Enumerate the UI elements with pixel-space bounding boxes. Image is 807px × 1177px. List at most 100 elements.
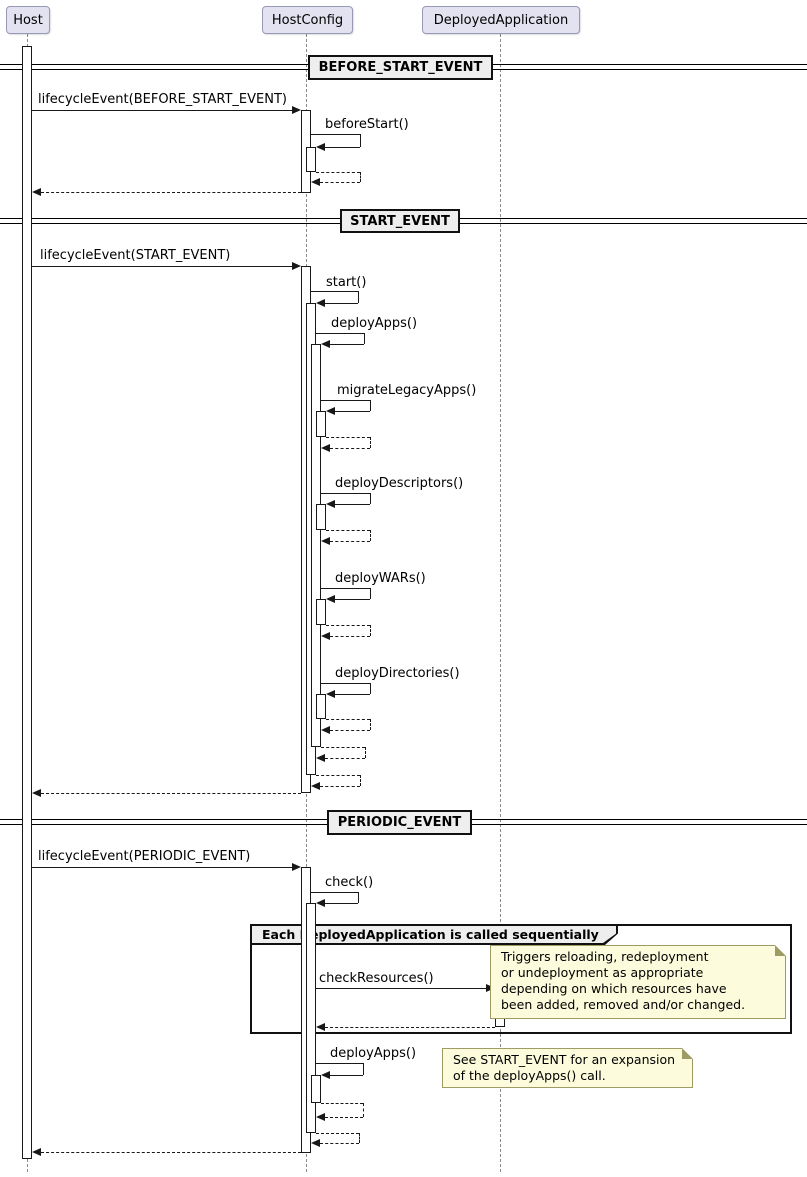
self-call-line: [335, 599, 370, 600]
activation-bar: [306, 903, 316, 1133]
self-return-line: [326, 625, 370, 626]
self-call-line: [370, 400, 371, 411]
self-return-line: [370, 530, 371, 541]
arrowhead: [321, 444, 330, 452]
arrowhead: [32, 789, 41, 797]
note-line: Triggers reloading, redeployment: [501, 949, 709, 964]
arrowhead: [316, 754, 325, 762]
self-call-line: [311, 291, 358, 292]
self-call-line: [321, 683, 370, 684]
self-call-label: deployWARs(): [335, 571, 426, 586]
group-header-label: Each DeployedApplication is called seque…: [262, 927, 599, 942]
self-return-line: [320, 786, 360, 787]
self-call-line: [370, 683, 371, 694]
self-return-line: [365, 747, 366, 758]
arrowhead: [292, 863, 301, 871]
return-arrow: [325, 1027, 495, 1028]
arrowhead: [292, 106, 301, 114]
self-return-line: [370, 625, 371, 636]
message-label: lifecycleEvent(START_EVENT): [40, 248, 231, 263]
arrowhead: [316, 299, 325, 307]
self-return-line: [330, 448, 370, 449]
return-arrow: [41, 793, 301, 794]
arrowhead: [326, 500, 335, 508]
divider-start-event: START_EVENT: [340, 209, 460, 233]
self-call-line: [360, 134, 361, 147]
self-call-line: [325, 303, 358, 304]
activation-bar: [316, 504, 326, 530]
arrowhead: [316, 143, 325, 151]
arrowhead: [326, 595, 335, 603]
activation-bar: [316, 694, 326, 719]
participant-deployedapplication: DeployedApplication: [422, 6, 580, 34]
self-call-line: [321, 588, 370, 589]
note-line: of the deployApps() call.: [453, 1068, 606, 1083]
self-call-label: deployApps(): [331, 316, 418, 331]
message-arrow: [316, 988, 487, 989]
self-call-line: [364, 333, 365, 344]
self-call-line: [370, 493, 371, 504]
participant-host: Host: [6, 6, 50, 34]
arrowhead: [32, 1148, 41, 1156]
self-call-line: [321, 493, 370, 494]
self-call-line: [311, 134, 360, 135]
self-return-line: [326, 530, 370, 531]
self-call-label: start(): [326, 275, 367, 290]
arrowhead: [311, 178, 320, 186]
note-line: depending on which resources have: [501, 981, 727, 996]
arrowhead: [292, 262, 301, 270]
activation-bar: [22, 46, 32, 1159]
arrowhead: [321, 340, 330, 348]
self-return-line: [330, 730, 370, 731]
self-return-line: [316, 1133, 359, 1134]
message-arrow: [32, 867, 293, 868]
self-call-line: [311, 892, 358, 893]
arrowhead: [321, 537, 330, 545]
self-return-line: [360, 775, 361, 786]
self-call-line: [325, 903, 358, 904]
message-arrow: [32, 110, 293, 111]
self-return-line: [320, 182, 360, 183]
self-call-line: [358, 291, 359, 303]
self-return-line: [321, 747, 365, 748]
self-call-line: [321, 400, 370, 401]
self-return-line: [320, 1143, 359, 1144]
return-arrow: [41, 1152, 301, 1153]
arrowhead: [311, 782, 320, 790]
self-return-line: [363, 1103, 364, 1117]
self-call-label: check(): [325, 875, 374, 890]
self-call-line: [330, 1075, 363, 1076]
arrowhead: [316, 1023, 325, 1031]
self-call-line: [358, 892, 359, 903]
message-label: lifecycleEvent(BEFORE_START_EVENT): [38, 92, 287, 107]
arrowhead: [316, 899, 325, 907]
divider-periodic-event: PERIODIC_EVENT: [327, 810, 472, 835]
self-return-line: [326, 719, 370, 720]
self-return-line: [325, 1117, 363, 1118]
activation-bar: [316, 411, 326, 437]
activation-bar: [311, 1075, 321, 1103]
activation-bar: [311, 344, 321, 747]
lifeline-deployedapplication: [500, 34, 501, 1172]
self-call-label: beforeStart(): [325, 117, 409, 132]
note-line: See START_EVENT for an expansion: [453, 1052, 676, 1067]
return-arrow: [41, 192, 301, 193]
self-call-label: deployApps(): [330, 1046, 417, 1061]
message-label: checkResources(): [319, 971, 434, 986]
activation-bar: [316, 599, 326, 625]
arrowhead: [316, 1113, 325, 1121]
self-call-line: [335, 504, 370, 505]
message-label: lifecycleEvent(PERIODIC_EVENT): [38, 849, 251, 864]
activation-bar: [306, 147, 316, 172]
self-call-label: migrateLegacyApps(): [337, 383, 477, 398]
self-call-line: [316, 333, 364, 334]
arrowhead: [321, 726, 330, 734]
arrowhead: [321, 1071, 330, 1079]
arrowhead: [326, 407, 335, 415]
self-return-line: [370, 437, 371, 448]
arrowhead: [311, 1139, 320, 1147]
arrowhead: [321, 632, 330, 640]
group-header-fill: [252, 926, 616, 943]
